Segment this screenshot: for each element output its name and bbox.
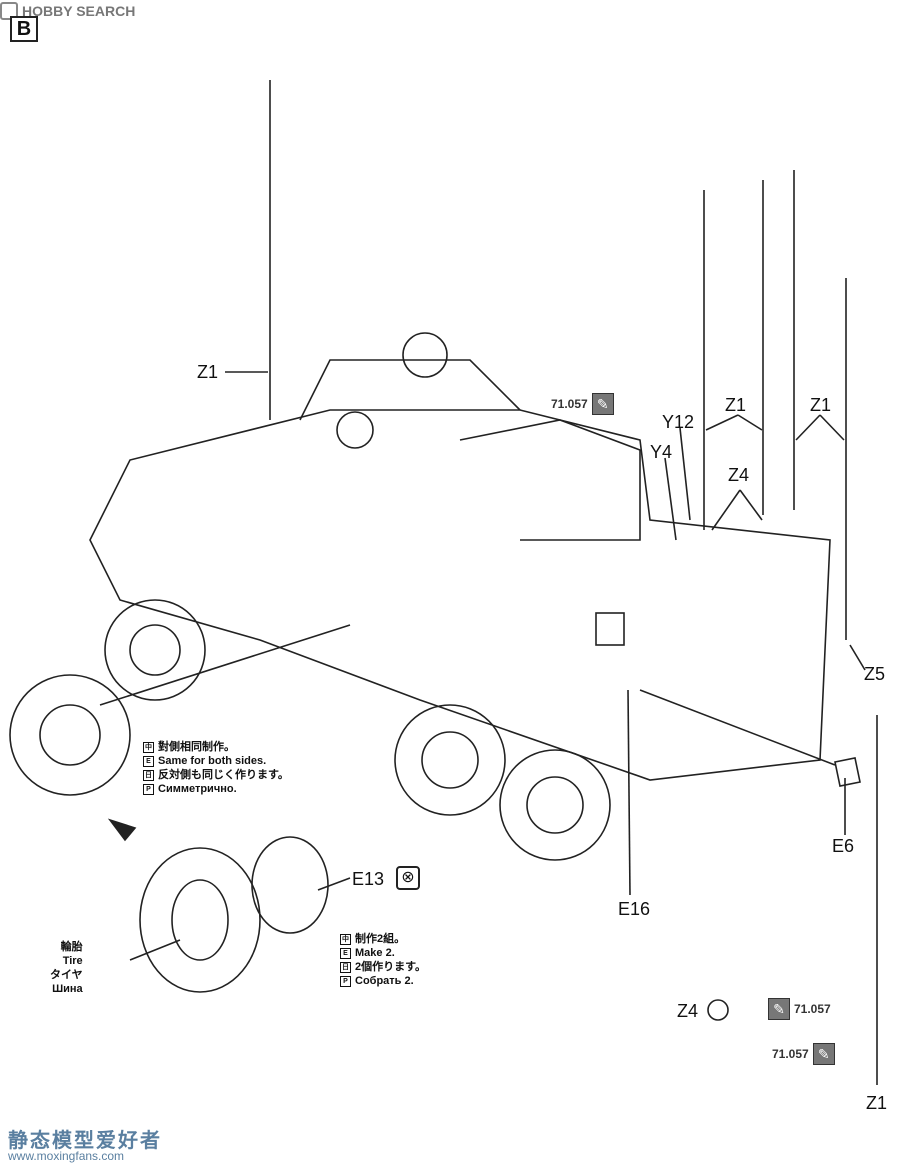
glue-symbol-icon: ⊗ xyxy=(396,866,420,890)
watermark-text: 静态模型爱好者 xyxy=(8,1130,162,1152)
paint-brush-icon: ✎ xyxy=(812,1043,835,1065)
spare-tire xyxy=(9,674,131,796)
watermark-footer: 静态模型爱好者 www.moxingfans.com xyxy=(0,1124,897,1163)
front-wheel xyxy=(104,599,206,701)
part-z4-disc xyxy=(707,999,729,1021)
paint-code: 71.057 xyxy=(794,1002,831,1016)
lang-box-icon: 日 xyxy=(340,961,351,973)
step-letter: B xyxy=(10,16,38,42)
lang-box-icon: Р xyxy=(143,783,154,795)
site-name: HOBBY SEARCH xyxy=(22,3,136,19)
lang-box-icon: 中 xyxy=(143,741,154,753)
lang-box-icon: 中 xyxy=(340,933,351,945)
rear-wheel xyxy=(499,749,611,861)
paint-callout-top: 71.057 ✎ xyxy=(551,393,614,415)
label-e13: E13 xyxy=(352,869,385,889)
tire-part xyxy=(139,847,261,993)
part-e6 xyxy=(834,757,861,787)
label-e6: E6 xyxy=(832,836,855,856)
label-z5: Z5 xyxy=(864,664,886,684)
paint-brush-icon: ✎ xyxy=(591,393,614,415)
paint-callout-z1: 71.057 ✎ xyxy=(772,1043,835,1065)
site-header: HOBBY SEARCH xyxy=(0,0,135,22)
tire-label: 輪胎 Tire タイヤ Шина xyxy=(50,941,83,995)
paint-callout-z4: ✎ 71.057 xyxy=(768,998,831,1020)
part-e16 xyxy=(595,612,625,646)
beacon xyxy=(402,332,448,378)
paint-code: 71.057 xyxy=(772,1047,809,1061)
label-z4-loose: Z4 xyxy=(677,1001,699,1021)
label-z1-left: Z1 xyxy=(197,362,219,382)
label-y12: Y12 xyxy=(662,412,695,432)
paint-brush-icon: ✎ xyxy=(768,998,790,1020)
lang-box-icon: E xyxy=(143,755,154,767)
paint-code: 71.057 xyxy=(551,397,588,411)
mid-wheel xyxy=(394,704,506,816)
lang-box-icon: 日 xyxy=(143,769,154,781)
label-y4: Y4 xyxy=(650,442,673,462)
label-z4-vehicle: Z4 xyxy=(728,465,750,485)
label-z1-right: Z1 xyxy=(810,395,832,415)
roof-dome xyxy=(336,411,374,449)
lang-box-icon: E xyxy=(340,947,351,959)
label-e16: E16 xyxy=(618,899,651,919)
turret xyxy=(459,419,641,541)
vehicle-body xyxy=(89,409,831,781)
label-z1-loose: Z1 xyxy=(866,1093,888,1113)
label-z1-mid: Z1 xyxy=(725,395,747,415)
lang-box-icon: Р xyxy=(340,975,351,987)
hub-part xyxy=(251,836,329,934)
cab-roof xyxy=(299,359,521,421)
site-logo-icon xyxy=(0,2,18,20)
watermark-url: www.moxingfans.com xyxy=(8,1149,125,1163)
